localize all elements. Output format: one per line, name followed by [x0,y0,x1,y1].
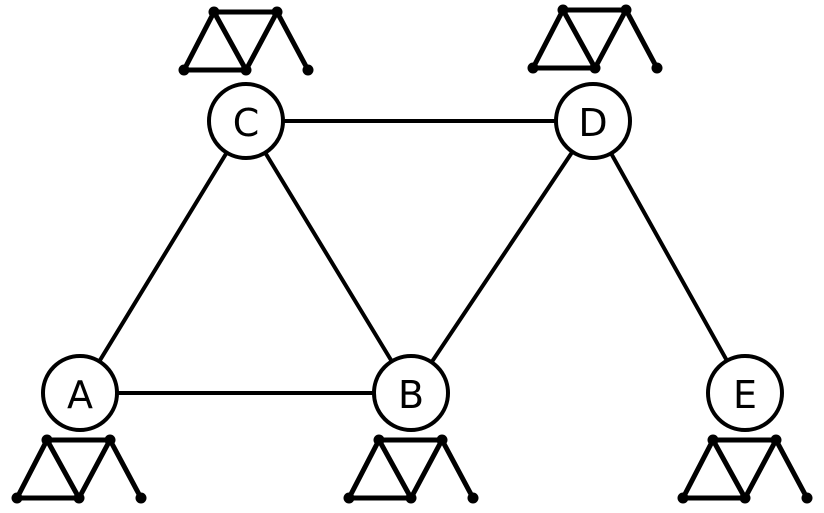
mini-graph-vertex [271,6,283,18]
mini-graph-vertex [343,492,355,504]
mini-graph-vertex [707,434,719,446]
mini-graph-vertex [770,434,782,446]
mini-graph-vertex [467,492,479,504]
mini-graph-edge [376,437,414,501]
mini-graph-vertex [104,434,116,446]
mini-graph-vertex [527,62,539,74]
node-b-label: B [398,373,424,417]
node-a-circle [41,354,119,432]
node-b: B [372,354,450,432]
edge-c-a [78,119,248,395]
node-e-circle [706,354,784,432]
mini-graph-edge [107,437,144,501]
mini-graph-vertex [739,492,751,504]
mini-graph-vertex [178,64,190,76]
mini-graph-edge [44,437,82,501]
node-a: A [41,354,119,432]
mini-graph-vertex [302,64,314,76]
mini-graph-vertex [240,64,252,76]
mini-graph-vertex [436,434,448,446]
node-d-label: D [578,101,607,145]
small-graph-icon [343,434,479,504]
mini-graph-vertex [677,492,689,504]
node-d-circle [554,82,632,160]
mini-graph-edge [76,437,113,501]
mini-graph-edge [773,437,810,501]
node-c-label: C [233,101,260,145]
mini-graph-edge [530,7,566,71]
mini-graph-vertex [620,4,632,16]
node-e: E [706,354,784,432]
node-e-label: E [733,373,757,417]
mini-graph-edge [742,437,779,501]
mini-graph-vertex [651,62,663,74]
mini-graph-vertex [373,434,385,446]
mini-graph-edge [274,9,311,73]
mini-graph-edge [181,9,217,73]
mini-graph-vertex [589,62,601,74]
edge-d-e [591,119,747,395]
node-b-circle [372,354,450,432]
mini-graph-vertex [208,6,220,18]
mini-graph-edge [408,437,445,501]
node-d: D [554,82,632,160]
mini-graph-edge [243,9,280,73]
small-graph-icon [11,434,147,504]
mini-graph-edge [560,7,598,71]
mini-graph-vertex [73,492,85,504]
mini-graph-edge [710,437,748,501]
mini-graph-vertex [557,4,569,16]
mini-graph-vertex [405,492,417,504]
node-c: C [207,82,285,160]
small-graph-icon [527,4,663,74]
mini-graph-vertex [11,492,23,504]
mini-graph-vertex [801,492,813,504]
mini-graph-edge [680,437,716,501]
mini-graph-edge [623,7,660,71]
edge-d-b [409,119,595,395]
small-graph-icon [178,6,314,76]
mini-graph-edge [346,437,382,501]
edges-layer [78,119,747,395]
small-graph-icon [677,434,813,504]
mini-graph-edge [592,7,629,71]
node-c-circle [207,82,285,160]
edge-c-b [244,119,413,395]
mini-graph-vertex [41,434,53,446]
node-a-label: A [67,373,93,417]
glyphs-layer [11,4,813,504]
mini-graph-edge [211,9,249,73]
mini-graph-edge [439,437,476,501]
mini-graph-vertex [135,492,147,504]
mini-graph-edge [14,437,50,501]
